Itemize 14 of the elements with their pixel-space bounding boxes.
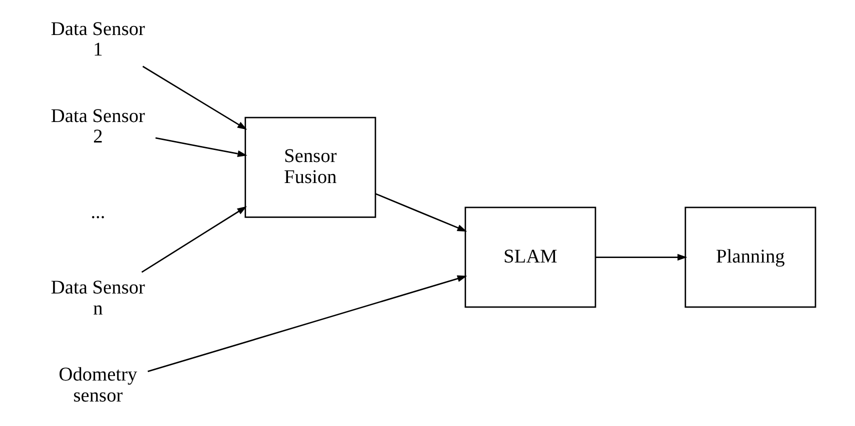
arrow (595, 254, 687, 261)
node-box: SLAM (464, 206, 596, 308)
node-text: Data Sensor n (50, 278, 145, 320)
node-box: Sensor Fusion (244, 116, 376, 218)
node-text: Data Sensor 2 (50, 106, 145, 148)
arrow (142, 66, 247, 130)
arrow (154, 137, 247, 158)
node-box: Planning (684, 206, 816, 308)
arrow (375, 193, 467, 232)
arrow (140, 206, 246, 273)
node-text: Odometry sensor (58, 364, 137, 406)
label: ... (90, 202, 105, 224)
node-text: Data Sensor 1 (50, 18, 145, 61)
arrow (147, 275, 467, 372)
